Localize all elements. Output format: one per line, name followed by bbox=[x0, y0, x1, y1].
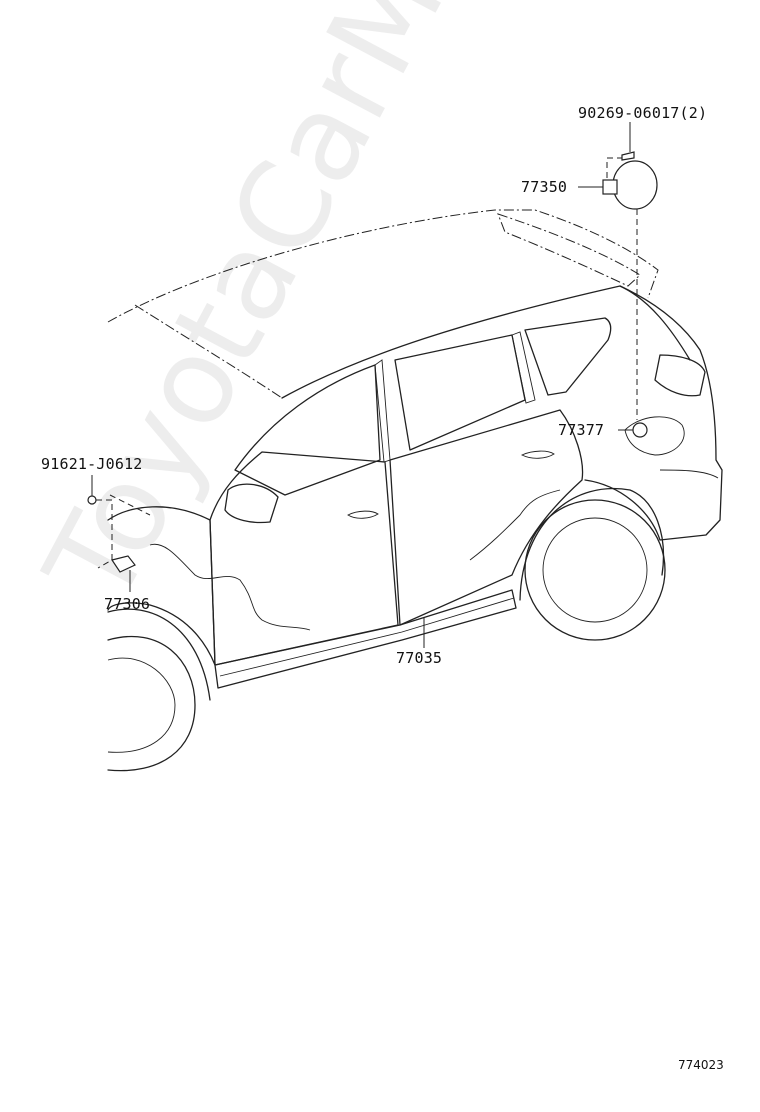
inner-panel-rear bbox=[469, 489, 561, 561]
fuel-door-recess bbox=[624, 416, 685, 456]
door-handle-rear bbox=[520, 450, 555, 459]
c-pillar bbox=[511, 331, 536, 404]
label-77035: 77035 bbox=[396, 649, 443, 667]
rear-quarter-window bbox=[524, 317, 612, 396]
roof-outline bbox=[107, 209, 659, 323]
label-91621-j0612: 91621-J0612 bbox=[41, 455, 143, 473]
mirror bbox=[224, 483, 279, 524]
rear-door-window bbox=[394, 334, 526, 451]
rocker-molding bbox=[214, 589, 517, 689]
rocker-molding-inner bbox=[219, 597, 515, 677]
clip-dash-91621 bbox=[96, 499, 113, 569]
door-handle-front bbox=[347, 510, 379, 519]
figure-reference-number: 774023 bbox=[678, 1058, 724, 1072]
front-fender bbox=[107, 506, 216, 666]
rear-wheel-arch bbox=[519, 487, 665, 601]
fuel-lid-hinge bbox=[602, 179, 618, 195]
bracket-77306 bbox=[111, 555, 136, 573]
screw-dash bbox=[606, 157, 622, 178]
front-wheel-inner bbox=[107, 657, 176, 753]
roof-inner-line bbox=[134, 304, 283, 399]
inner-panel-front bbox=[149, 543, 311, 631]
screw-90269 bbox=[621, 151, 635, 161]
label-77306: 77306 bbox=[104, 595, 151, 613]
rear-bumper-line bbox=[659, 469, 719, 479]
rear-door bbox=[389, 409, 584, 626]
rear-wheel-inner bbox=[542, 517, 648, 623]
rear-spoiler bbox=[497, 213, 641, 287]
clip-91621 bbox=[87, 495, 97, 505]
label-90269-06017: 90269-06017(2) bbox=[578, 104, 708, 122]
label-77377: 77377 bbox=[558, 421, 605, 439]
fuel-door-cover bbox=[632, 422, 648, 438]
body-belt-line bbox=[281, 285, 691, 399]
rear-wheel-outer bbox=[524, 499, 666, 641]
front-door bbox=[209, 451, 399, 666]
front-wheel-outer bbox=[107, 635, 196, 772]
tail-lamp bbox=[654, 354, 706, 397]
fuel-lid bbox=[612, 160, 658, 210]
clip-dash-91621-b bbox=[109, 494, 151, 516]
label-77350: 77350 bbox=[521, 178, 568, 196]
rear-body bbox=[584, 285, 723, 541]
front-wheel-arch bbox=[107, 608, 211, 701]
